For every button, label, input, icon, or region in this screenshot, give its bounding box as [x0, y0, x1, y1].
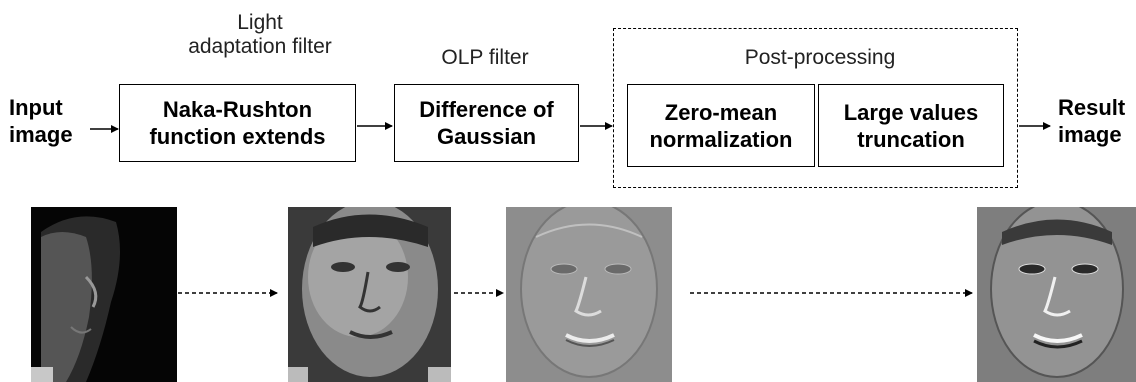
light-adapted-face-image	[288, 207, 451, 382]
difference-of-gaussian-box: Difference of Gaussian	[394, 84, 579, 162]
dog-filtered-face-image	[506, 207, 672, 382]
large-values-truncation-box: Large values truncation	[818, 84, 1004, 167]
naka-rushton-box: Naka-Rushton function extends	[119, 84, 356, 162]
light-adaptation-label: Light adaptation filter	[188, 11, 332, 58]
post-processing-group	[613, 28, 1018, 188]
zero-mean-normalization-box: Zero-mean normalization	[627, 84, 815, 167]
result-image-label: Result image	[1058, 95, 1126, 147]
result-face-image	[977, 207, 1136, 382]
post-processing-label: Post-processing	[744, 46, 896, 69]
input-face-image	[31, 207, 177, 382]
olp-filter-label: OLP filter	[441, 46, 529, 69]
input-image-label: Input image	[9, 95, 73, 147]
